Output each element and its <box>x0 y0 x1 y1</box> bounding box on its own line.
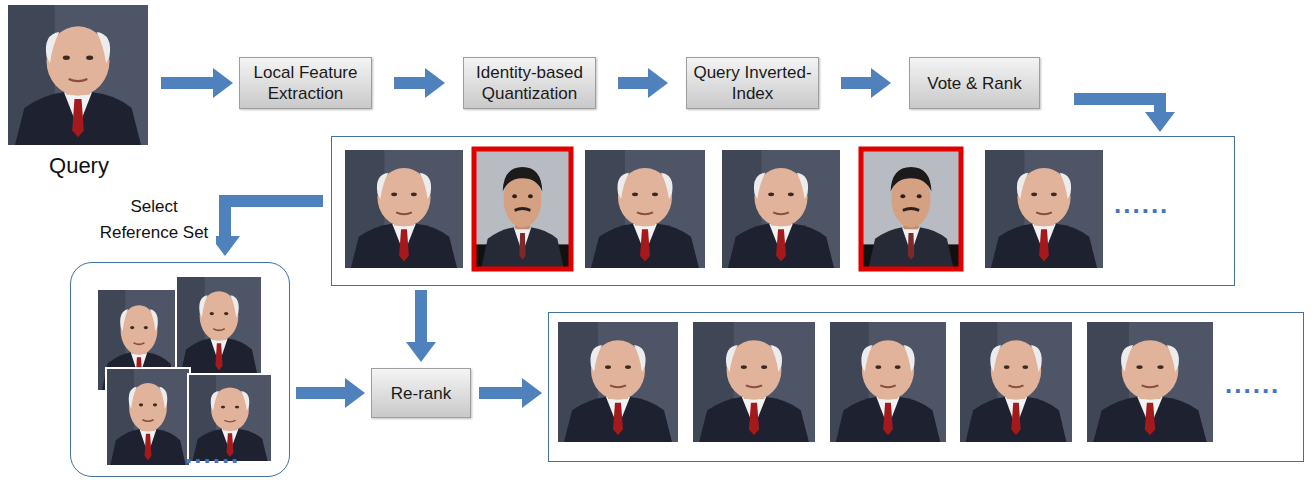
arrow-shaft <box>618 77 648 89</box>
query-image: Query <box>5 3 153 179</box>
flow-arrow <box>618 68 668 98</box>
process-box: Identity-based Quantization <box>463 57 596 109</box>
reranked-photo <box>960 322 1072 442</box>
process-box: Vote & Rank <box>909 57 1040 109</box>
photo-edge <box>106 368 190 466</box>
box-label: Re-rank <box>385 383 457 404</box>
result-list-frame: ...... <box>331 136 1235 286</box>
flow-arrow <box>406 290 436 362</box>
box-label: Identity-based Quantization <box>464 62 595 104</box>
arrow-head <box>345 378 365 408</box>
flow-arrow <box>479 378 542 408</box>
flow-arrow <box>210 201 323 256</box>
arrow-shaft <box>394 77 425 89</box>
flow-arrow <box>841 68 891 98</box>
process-box: Re-rank <box>371 368 471 418</box>
arrow-head <box>213 68 233 98</box>
reference-photo <box>106 368 190 466</box>
result-list-frame: ...... <box>548 312 1304 462</box>
flow-arrow <box>161 68 233 98</box>
result-photo <box>345 150 463 268</box>
box-label: Local Feature Extraction <box>240 62 371 104</box>
result-photo <box>722 150 840 268</box>
arrow-head <box>648 68 668 98</box>
edge-label: Select Reference Set <box>92 194 216 246</box>
arrow-shaft <box>1074 99 1160 112</box>
arrow-shaft <box>225 201 323 236</box>
process-box: Local Feature Extraction <box>239 57 372 109</box>
flow-arrow <box>296 378 365 408</box>
ellipsis-marker: ...... <box>185 439 240 470</box>
arrow-head <box>522 378 542 408</box>
result-photo <box>475 150 570 268</box>
arrow-shaft <box>161 77 213 89</box>
flow-arrow <box>1074 99 1175 132</box>
reranked-photo <box>1087 322 1213 442</box>
arrow-shaft <box>296 387 345 399</box>
reranked-photo <box>830 322 946 442</box>
reranked-photo <box>558 322 678 442</box>
arrow-shaft <box>415 290 427 342</box>
arrow-head <box>1145 112 1175 132</box>
arrow-head <box>406 342 436 362</box>
photo-edge <box>176 276 262 376</box>
result-photo <box>862 150 960 268</box>
arrow-head <box>871 68 891 98</box>
box-label: Vote & Rank <box>921 73 1028 94</box>
result-photo <box>985 150 1103 268</box>
ellipsis-marker: ...... <box>1225 369 1280 400</box>
arrow-shaft <box>841 77 871 89</box>
ellipsis-marker: ...... <box>1114 189 1169 220</box>
image-caption: Query <box>5 153 153 179</box>
query-photo <box>8 5 148 145</box>
arrow-shaft <box>479 387 522 399</box>
result-photo <box>585 150 705 268</box>
reference-set-group: ...... <box>70 262 290 477</box>
reference-photo <box>176 276 262 376</box>
wrong-match-border <box>861 149 961 269</box>
flow-arrow <box>394 68 445 98</box>
arrow-head <box>425 68 445 98</box>
reranked-photo <box>693 322 815 442</box>
wrong-match-border <box>474 149 571 269</box>
process-box: Query Inverted-Index <box>686 57 819 109</box>
box-label: Query Inverted-Index <box>687 62 818 104</box>
